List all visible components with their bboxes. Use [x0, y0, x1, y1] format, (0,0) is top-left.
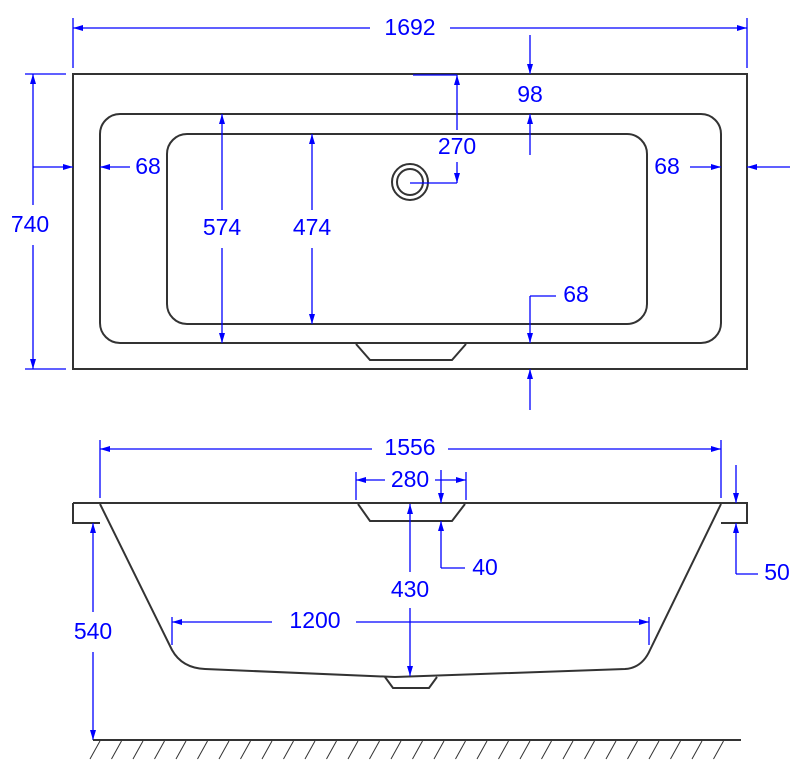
- ground-hatch-mark: [197, 740, 208, 760]
- label-474: 474: [293, 214, 332, 240]
- ground-hatch-mark: [154, 740, 165, 760]
- ground-hatch-mark: [433, 740, 445, 760]
- drain-inner: [396, 168, 424, 196]
- ground-hatch-mark: [648, 740, 660, 760]
- ground-hatch-mark: [240, 740, 251, 760]
- ground-hatch-mark: [304, 740, 316, 760]
- label-68-front: 68: [563, 281, 589, 307]
- ground-hatch-mark: [691, 740, 703, 760]
- label-68-right: 68: [654, 153, 680, 179]
- dim-total-height: 540: [74, 523, 112, 740]
- floor-ground-line: [89, 739, 741, 760]
- label-270: 270: [438, 133, 476, 159]
- dim-inner-width-top: 574: [203, 114, 242, 343]
- basin-profile: [99, 503, 722, 679]
- dim-rim-left: 68: [33, 153, 161, 179]
- dim-drain-offset: 270: [410, 74, 476, 184]
- ground-hatch-mark: [476, 740, 488, 760]
- label-98: 98: [517, 81, 543, 107]
- tub-rim-inner-outline: [99, 113, 722, 344]
- ground-hatch-mark: [390, 740, 402, 760]
- drain-sump-profile: [384, 676, 438, 689]
- ground-hatch-mark: [584, 740, 595, 760]
- label-68-left: 68: [135, 153, 161, 179]
- drain-outer: [391, 163, 429, 201]
- dim-bottom-length: 1200: [171, 607, 650, 645]
- ground-hatch-mark: [605, 740, 617, 760]
- dim-rim-thickness: 50: [733, 465, 790, 585]
- label-280: 280: [391, 466, 429, 492]
- ground-hatch-mark: [519, 740, 531, 760]
- label-1200: 1200: [289, 607, 340, 633]
- overflow-profile: [357, 503, 466, 522]
- label-574: 574: [203, 214, 242, 240]
- ground-hatch-mark: [261, 740, 273, 760]
- ground-hatch-mark: [111, 740, 122, 760]
- tub-basin-outline: [166, 133, 648, 325]
- dim-overall-width: 740: [11, 73, 66, 370]
- label-1556: 1556: [384, 434, 435, 460]
- ground-hatch-mark: [326, 740, 337, 760]
- ground-hatch-mark: [369, 740, 380, 760]
- ground-hatch-mark: [283, 740, 294, 760]
- dim-depth: 430: [391, 504, 429, 676]
- dim-rim-front: 68: [527, 281, 589, 410]
- ground-hatch-mark: [347, 740, 359, 760]
- overflow-outline: [355, 343, 467, 361]
- ground-hatch-mark: [175, 740, 187, 760]
- ground-hatch-mark: [713, 740, 724, 760]
- label-1692: 1692: [384, 14, 435, 40]
- ground-hatch-mark: [670, 740, 681, 760]
- label-430: 430: [391, 576, 429, 602]
- ground-hatch-mark: [498, 740, 509, 760]
- label-740: 740: [11, 211, 49, 237]
- ground-hatch-mark: [541, 740, 552, 760]
- dim-overflow-depth: 40: [438, 470, 498, 580]
- dim-inner-width-bottom: 474: [293, 134, 332, 324]
- ground-hatch-mark: [627, 740, 638, 760]
- ground-hatch-mark: [562, 740, 574, 760]
- ground-hatch-mark: [89, 740, 101, 760]
- dim-overflow-width: 280: [355, 466, 467, 500]
- dim-rim-back: 98: [517, 35, 543, 155]
- label-40: 40: [472, 554, 498, 580]
- ground-hatch-mark: [132, 740, 144, 760]
- dim-rim-right: 68: [654, 153, 790, 179]
- dim-inner-length-top: 1556: [99, 434, 722, 498]
- ground-hatch-mark: [218, 740, 230, 760]
- ground-hatch-mark: [412, 740, 423, 760]
- tub-outer-outline: [72, 73, 748, 370]
- dim-overall-length: 1692: [72, 14, 748, 68]
- top-view: 1692 740 98 270 68 68: [11, 14, 790, 410]
- side-view: 1556 280 40 50 430: [72, 434, 790, 760]
- label-50: 50: [764, 559, 790, 585]
- label-540: 540: [74, 618, 112, 644]
- ground-hatch-mark: [455, 740, 466, 760]
